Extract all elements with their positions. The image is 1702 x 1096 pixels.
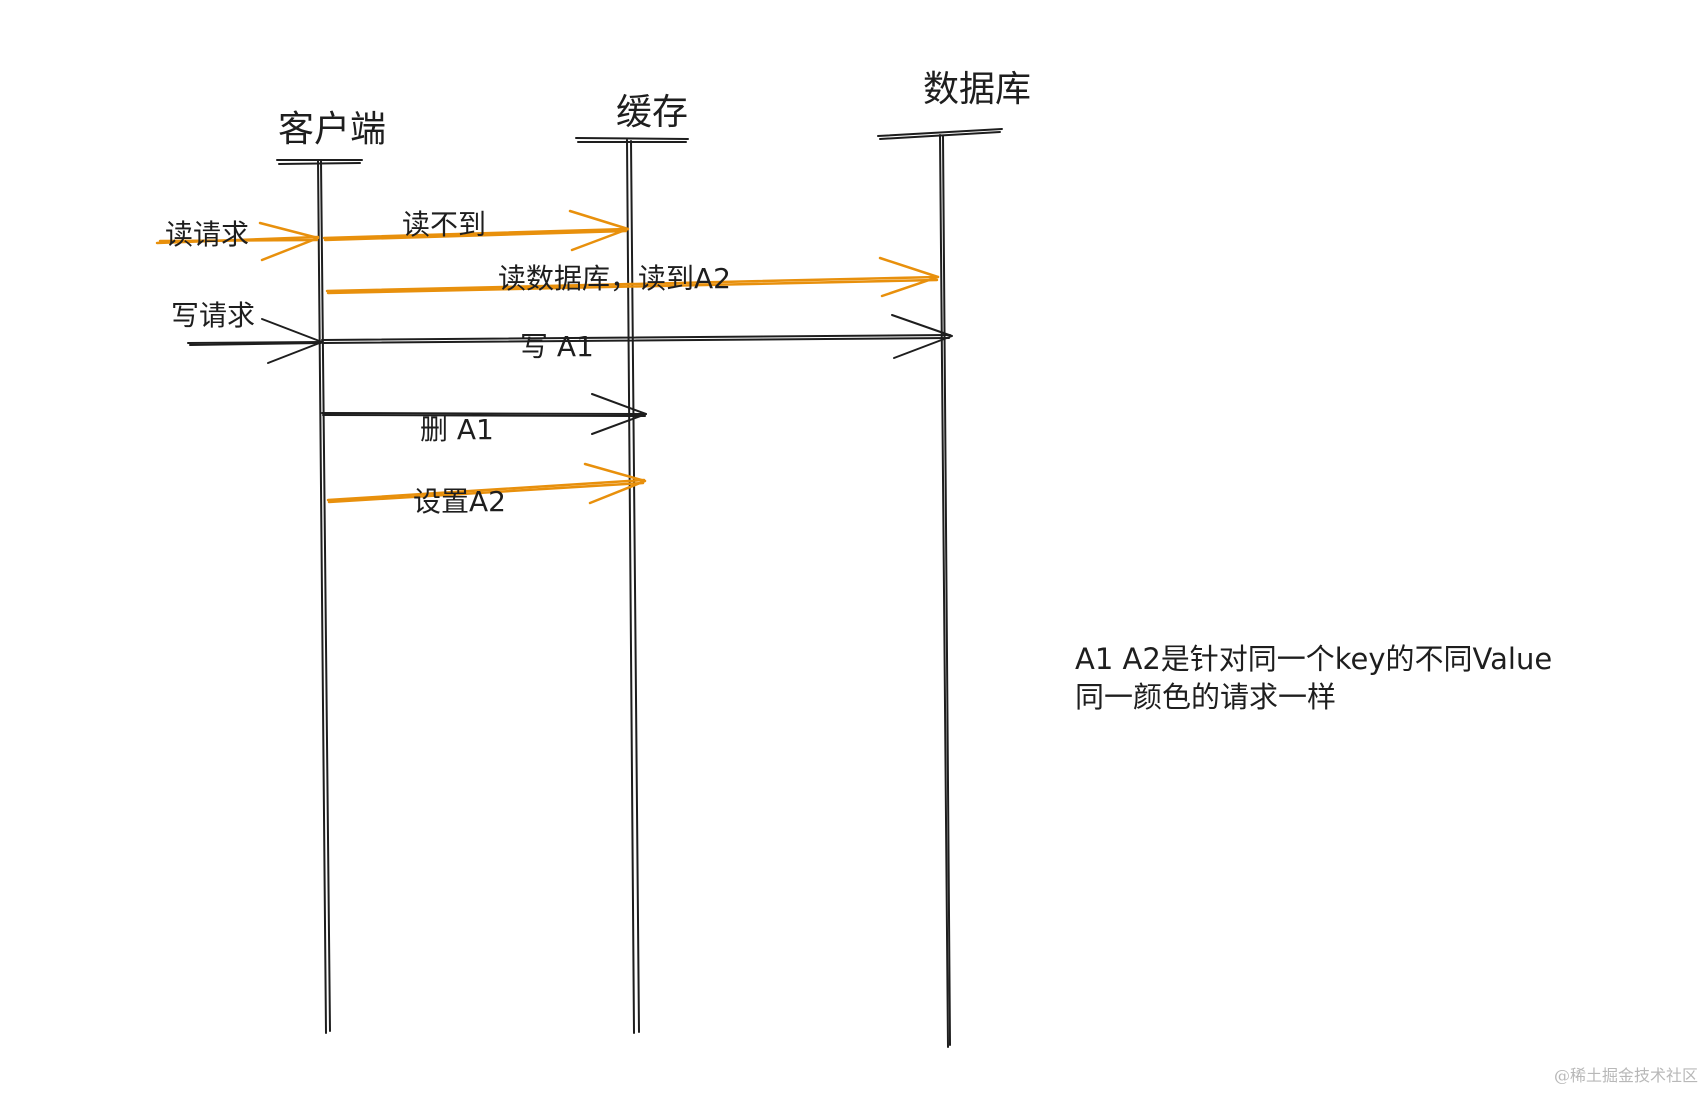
read-miss-label: 读不到: [402, 208, 487, 241]
read-request-arrow: [155, 221, 320, 262]
note: A1 A2是针对同一个key的不同Value 同一颜色的请求一样: [1075, 640, 1552, 716]
read-miss-arrow: [322, 209, 630, 252]
database-title: 数据库: [923, 69, 1032, 110]
note-line-1: A1 A2是针对同一个key的不同Value: [1075, 642, 1553, 676]
client-lifeline: [317, 159, 331, 1034]
watermark: @稀土掘金技术社区: [1553, 1066, 1698, 1085]
client-header-bar: [276, 159, 363, 165]
set-a2-arrow: [326, 462, 647, 505]
set-a2-label: 设置A2: [413, 485, 506, 518]
note-line-2: 同一颜色的请求一样: [1075, 680, 1337, 714]
client-title: 客户端: [278, 109, 387, 150]
write-a1-arrow: [321, 314, 953, 359]
delete-a1-arrow: [321, 393, 647, 435]
read-db-arrow: [325, 256, 940, 298]
cache-title: 缓存: [616, 92, 689, 133]
write-a1-label: 写 A1: [520, 330, 594, 363]
read-request-label: 读请求: [165, 218, 250, 251]
cache-lifeline: [626, 139, 640, 1034]
read-db-label: 读数据库，读到A2: [498, 262, 731, 295]
database-lifeline: [939, 134, 951, 1048]
write-request-arrow: [187, 318, 323, 364]
delete-a1-label: 删 A1: [420, 413, 494, 446]
write-request-label: 写请求: [171, 299, 256, 332]
